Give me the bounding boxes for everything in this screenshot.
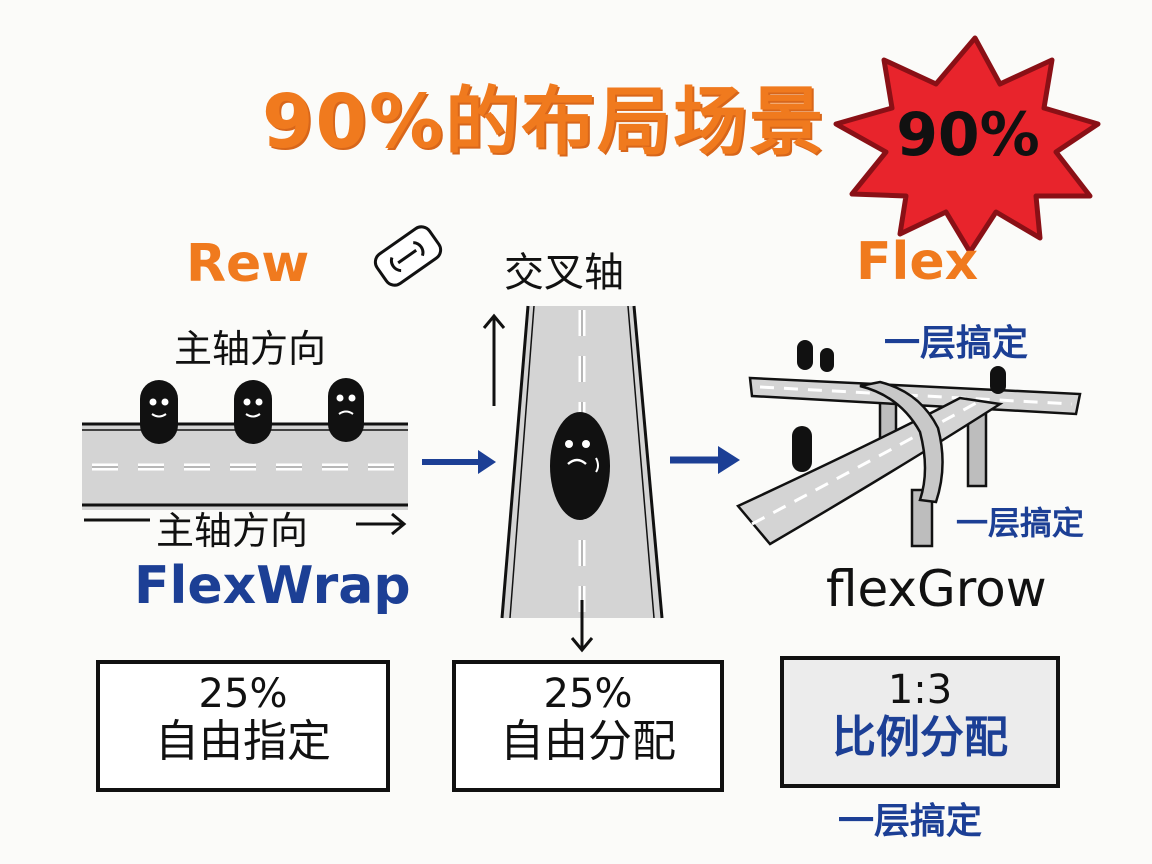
- flow-arrow-2: [670, 446, 740, 474]
- main-axis-label-bottom: 主轴方向: [156, 509, 309, 553]
- main-axis-label-top: 主轴方向: [174, 327, 327, 371]
- highway-interchange: [735, 376, 1082, 548]
- link-icon: [373, 225, 443, 287]
- box-right-ratio: 1:3: [887, 667, 953, 713]
- box-left: 25% 自由指定: [96, 660, 390, 792]
- badge-label: 90%: [896, 100, 1040, 170]
- main-axis-arrow: [356, 512, 407, 536]
- flexwrap-label: FlexWrap: [134, 556, 411, 616]
- bean-character-small-1: [797, 340, 834, 372]
- cross-axis-arrow-up: [482, 313, 506, 406]
- flexgrow-label: flexGrow: [826, 560, 1047, 618]
- cross-axis-arrow-down: [570, 600, 594, 653]
- bean-character-2: [234, 380, 272, 444]
- box-right-desc: 比例分配: [832, 712, 1008, 763]
- note-bottom: 一层搞定: [838, 801, 983, 842]
- page-title: 90%的布局场景: [262, 79, 826, 165]
- box-middle-desc: 自由分配: [500, 716, 676, 767]
- flow-arrow-1: [422, 450, 496, 474]
- box-left-pct: 25%: [198, 671, 288, 717]
- starburst-badge: [833, 35, 1101, 255]
- box-left-desc: 自由指定: [155, 716, 331, 767]
- middle-heading: 交叉轴: [504, 250, 624, 296]
- right-heading: Flex: [856, 232, 979, 292]
- note-top: 一层搞定: [884, 323, 1029, 364]
- bean-character-3: [328, 378, 364, 442]
- bean-character-small-2: [990, 366, 1006, 394]
- box-middle-pct: 25%: [543, 671, 633, 717]
- note-mid: 一层搞定: [956, 504, 1085, 542]
- bean-character-1: [140, 380, 178, 444]
- bean-character-center: [550, 412, 610, 520]
- left-heading: Rew: [186, 234, 310, 294]
- bean-character-small-3: [792, 426, 812, 472]
- box-right: 1:3 比例分配: [780, 656, 1060, 788]
- box-middle: 25% 自由分配: [452, 660, 724, 792]
